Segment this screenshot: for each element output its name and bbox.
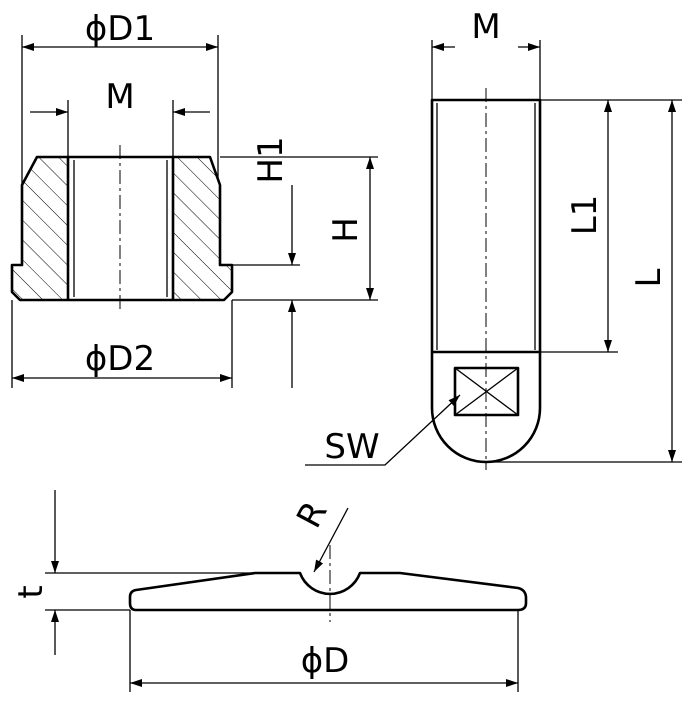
dim-m-bushing-label: M bbox=[105, 77, 134, 117]
dim-h1-label: H1 bbox=[251, 136, 291, 183]
dim-l1-label: L1 bbox=[565, 195, 605, 236]
bushing-hatch-left bbox=[12, 157, 68, 300]
bushing-outline bbox=[10, 155, 234, 302]
dim-sw-label: SW bbox=[324, 427, 379, 467]
dim-h-label: H bbox=[326, 217, 366, 243]
washer-view: t R ϕD bbox=[11, 490, 528, 692]
washer-body bbox=[128, 571, 528, 612]
dim-r-label: R bbox=[289, 495, 335, 535]
bushing-view: ϕD1 M H1 H ϕD2 bbox=[10, 9, 378, 388]
bolt-view: M L1 L SW bbox=[305, 7, 682, 470]
dim-d-label: ϕD bbox=[301, 641, 350, 681]
dim-d2-label: ϕD2 bbox=[85, 339, 155, 379]
dim-m-bolt-label: M bbox=[471, 7, 500, 47]
dim-d1-label: ϕD1 bbox=[85, 9, 155, 49]
bushing-hatch-right bbox=[173, 157, 232, 300]
dim-l-label: L bbox=[629, 268, 669, 287]
dim-t-label: t bbox=[11, 585, 51, 598]
